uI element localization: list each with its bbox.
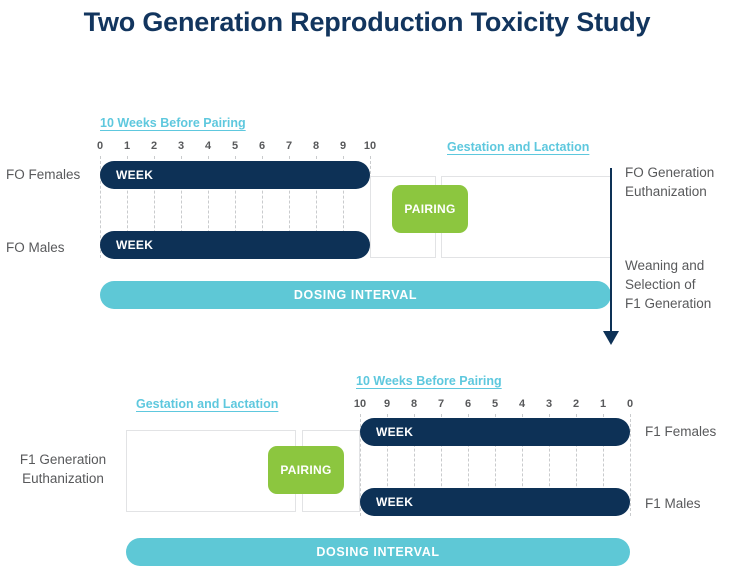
note-f1-euthanization-line1: F1 Generation	[19, 452, 107, 467]
bottom-row-label-females: F1 Females	[645, 424, 717, 439]
note-f1-euthanization-line2: Euthanization	[22, 471, 104, 486]
flow-arrow-line	[610, 168, 612, 332]
note-weaning-line3: F1 Generation	[625, 296, 712, 311]
bottom-tick-4: 4	[518, 398, 526, 410]
bottom-row-label-males: F1 Males	[645, 496, 701, 511]
bottom-tick-10: 10	[353, 398, 367, 410]
note-weaning-line2: Selection of	[625, 277, 696, 292]
bottom-gridline-6	[468, 414, 469, 516]
bottom-gridline-2	[576, 414, 577, 516]
note-f1-euthanization: F1 Generation Euthanization	[0, 450, 126, 488]
note-f0-euthanization-line1: FO Generation	[625, 165, 715, 180]
note-f0-euthanization: FO Generation Euthanization	[625, 163, 734, 201]
bottom-gridline-5	[495, 414, 496, 516]
bottom-pairing-box[interactable]: PAIRING	[268, 446, 344, 494]
top-gridline-7	[289, 156, 290, 258]
top-tick-9: 9	[339, 140, 347, 152]
bottom-tick-7: 7	[437, 398, 445, 410]
top-gridline-0	[100, 156, 101, 258]
bottom-gridline-1	[603, 414, 604, 516]
top-tick-7: 7	[285, 140, 293, 152]
bottom-gridline-3	[549, 414, 550, 516]
top-tick-8: 8	[312, 140, 320, 152]
top-week-bar-males[interactable]: WEEK	[100, 231, 370, 259]
top-dosing-interval-bar[interactable]: DOSING INTERVAL	[100, 281, 611, 309]
top-tick-0: 0	[96, 140, 104, 152]
bottom-gridline-9	[387, 414, 388, 516]
bottom-gestation-heading: Gestation and Lactation	[136, 397, 279, 411]
flow-arrow-head-icon	[603, 331, 619, 345]
bottom-tick-9: 9	[383, 398, 391, 410]
top-gridline-1	[127, 156, 128, 258]
top-gestation-heading: Gestation and Lactation	[447, 140, 590, 154]
bottom-gridline-7	[441, 414, 442, 516]
bottom-gridline-8	[414, 414, 415, 516]
top-gridline-6	[262, 156, 263, 258]
bottom-dosing-interval-bar[interactable]: DOSING INTERVAL	[126, 538, 630, 566]
top-gridline-9	[343, 156, 344, 258]
top-gridline-5	[235, 156, 236, 258]
top-week-bar-females[interactable]: WEEK	[100, 161, 370, 189]
bottom-gridline-4	[522, 414, 523, 516]
top-gridline-2	[154, 156, 155, 258]
top-scale: 0 1 2 3 4 5 6 7 8 9 10	[0, 140, 734, 154]
top-gridline-4	[208, 156, 209, 258]
note-f0-euthanization-line2: Euthanization	[625, 184, 707, 199]
top-scale-heading: 10 Weeks Before Pairing	[100, 116, 246, 130]
top-gridline-8	[316, 156, 317, 258]
bottom-tick-3: 3	[545, 398, 553, 410]
bottom-tick-1: 1	[599, 398, 607, 410]
top-tick-3: 3	[177, 140, 185, 152]
top-tick-10: 10	[363, 140, 377, 152]
bottom-week-bar-females[interactable]: WEEK	[360, 418, 630, 446]
bottom-gridline-10	[360, 414, 361, 516]
top-tick-1: 1	[123, 140, 131, 152]
note-weaning-line1: Weaning and	[625, 258, 705, 273]
top-tick-5: 5	[231, 140, 239, 152]
bottom-gridline-0	[630, 414, 631, 516]
top-pairing-box[interactable]: PAIRING	[392, 185, 468, 233]
top-tick-4: 4	[204, 140, 212, 152]
bottom-week-bar-males[interactable]: WEEK	[360, 488, 630, 516]
bottom-scale-heading: 10 Weeks Before Pairing	[356, 374, 502, 388]
bottom-tick-0: 0	[626, 398, 634, 410]
bottom-scale: 10 9 8 7 6 5 4 3 2 1 0	[0, 398, 734, 412]
page-title: Two Generation Reproduction Toxicity Stu…	[83, 7, 651, 37]
bottom-tick-2: 2	[572, 398, 580, 410]
bottom-tick-5: 5	[491, 398, 499, 410]
top-tick-6: 6	[258, 140, 266, 152]
top-row-label-females: FO Females	[6, 167, 81, 182]
top-tick-2: 2	[150, 140, 158, 152]
top-gridline-3	[181, 156, 182, 258]
note-weaning-selection: Weaning and Selection of F1 Generation	[625, 256, 734, 313]
bottom-tick-6: 6	[464, 398, 472, 410]
top-row-label-males: FO Males	[6, 240, 65, 255]
bottom-tick-8: 8	[410, 398, 418, 410]
